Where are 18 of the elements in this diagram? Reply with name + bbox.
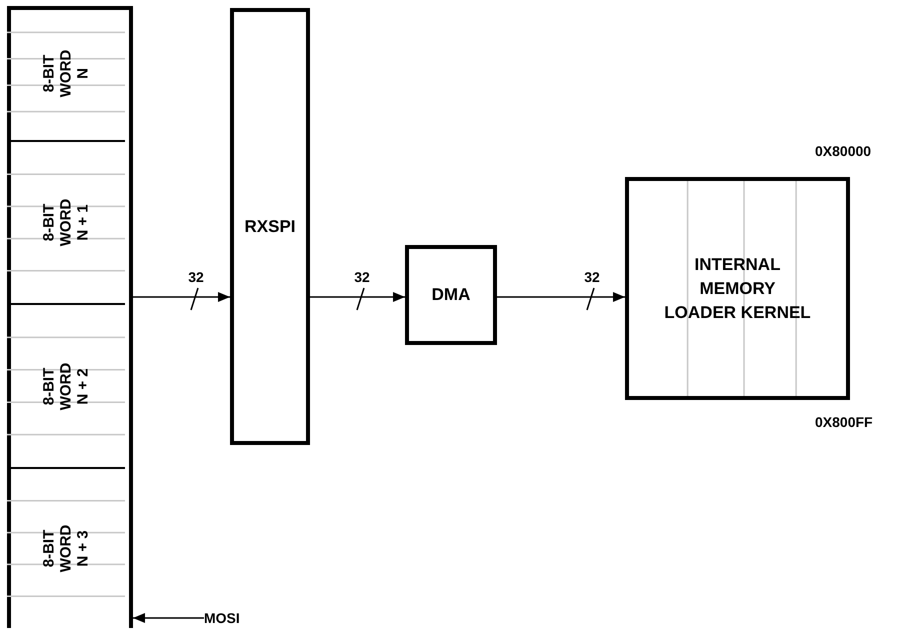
word-label: 8-BIT WORD N + 3 xyxy=(40,524,92,574)
block-label: DMA xyxy=(432,284,470,306)
address-label: 0X80000 xyxy=(815,143,872,159)
arrow xyxy=(133,292,230,302)
word-label: 8-BIT WORD N + 1 xyxy=(40,198,92,248)
arrow xyxy=(497,292,625,302)
block-label: RXSPI xyxy=(244,216,296,238)
edge-label: 32 xyxy=(353,269,371,285)
edge-label: 32 xyxy=(187,269,205,285)
signal-label: MOSI xyxy=(204,610,240,626)
edge-label: 32 xyxy=(583,269,601,285)
arrow xyxy=(133,613,204,623)
block-box xyxy=(405,245,497,345)
block-label: INTERNAL MEMORY LOADER KERNEL xyxy=(663,254,812,324)
word-label: 8-BIT WORD N + 2 xyxy=(40,361,92,412)
block-box xyxy=(230,8,310,445)
arrow xyxy=(310,292,405,302)
address-label: 0X800FF xyxy=(815,414,873,430)
